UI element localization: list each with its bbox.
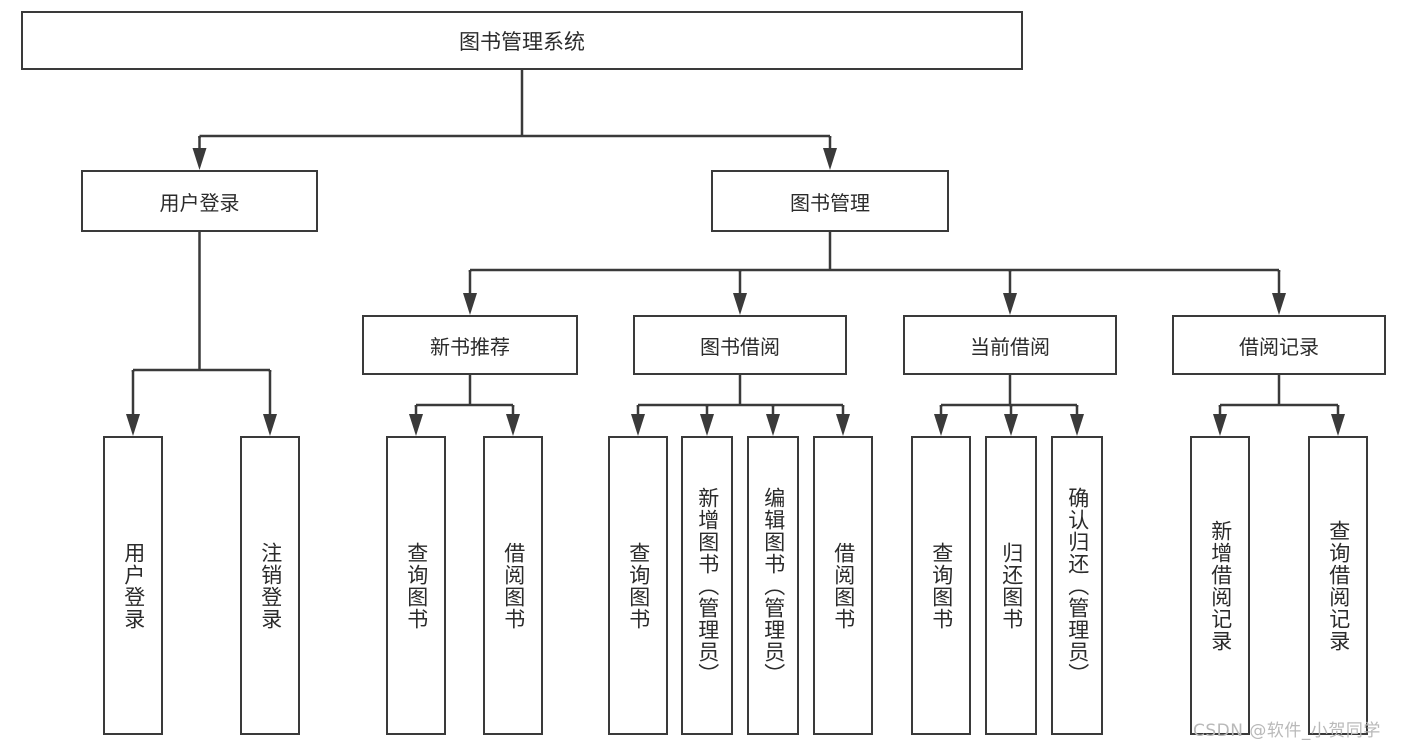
node-leaf-8[interactable]: 查询图书 <box>911 436 971 735</box>
node-label: 查询图书 <box>929 541 954 630</box>
node-level2-2[interactable]: 当前借阅 <box>903 315 1117 375</box>
node-label: 新增图书（管理员） <box>695 486 720 685</box>
node-label: 图书管理 <box>790 190 870 215</box>
node-label: 借阅图书 <box>831 541 856 630</box>
node-label: 注销登录 <box>258 541 283 630</box>
node-leaf-4[interactable]: 查询图书 <box>608 436 668 735</box>
node-leaf-7[interactable]: 借阅图书 <box>813 436 873 735</box>
node-label: 借阅图书 <box>501 541 526 630</box>
node-leaf-2[interactable]: 查询图书 <box>386 436 446 735</box>
node-label: 图书借阅 <box>700 334 780 359</box>
watermark-text: CSDN @软件_小贺同学 <box>1193 721 1381 741</box>
node-level2-1[interactable]: 图书借阅 <box>633 315 847 375</box>
node-leaf-12[interactable]: 查询借阅记录 <box>1308 436 1368 735</box>
node-root-图书管理系统[interactable]: 图书管理系统 <box>21 11 1023 70</box>
node-leaf-11[interactable]: 新增借阅记录 <box>1190 436 1250 735</box>
node-label: 用户登录 <box>121 541 146 630</box>
node-label: 查询借阅记录 <box>1326 519 1351 652</box>
node-label: 用户登录 <box>159 190 240 215</box>
node-label: 借阅记录 <box>1239 334 1319 359</box>
node-level1-0[interactable]: 用户登录 <box>81 170 318 232</box>
node-label: 归还图书 <box>999 541 1024 630</box>
node-label: 当前借阅 <box>970 334 1050 359</box>
node-leaf-3[interactable]: 借阅图书 <box>483 436 543 735</box>
node-leaf-0[interactable]: 用户登录 <box>103 436 163 735</box>
node-leaf-10[interactable]: 确认归还（管理员） <box>1051 436 1103 735</box>
node-label: 新增借阅记录 <box>1208 519 1233 652</box>
node-leaf-1[interactable]: 注销登录 <box>240 436 300 735</box>
node-leaf-9[interactable]: 归还图书 <box>985 436 1037 735</box>
node-leaf-5[interactable]: 新增图书（管理员） <box>681 436 733 735</box>
node-label: 新书推荐 <box>430 334 510 359</box>
node-leaf-6[interactable]: 编辑图书（管理员） <box>747 436 799 735</box>
node-label: 编辑图书（管理员） <box>761 486 786 685</box>
node-level2-3[interactable]: 借阅记录 <box>1172 315 1386 375</box>
node-level1-1[interactable]: 图书管理 <box>711 170 949 232</box>
node-label: 确认归还（管理员） <box>1065 486 1090 685</box>
node-label: 图书管理系统 <box>459 29 585 54</box>
node-level2-0[interactable]: 新书推荐 <box>362 315 578 375</box>
node-label: 查询图书 <box>404 541 429 630</box>
node-label: 查询图书 <box>626 541 651 630</box>
